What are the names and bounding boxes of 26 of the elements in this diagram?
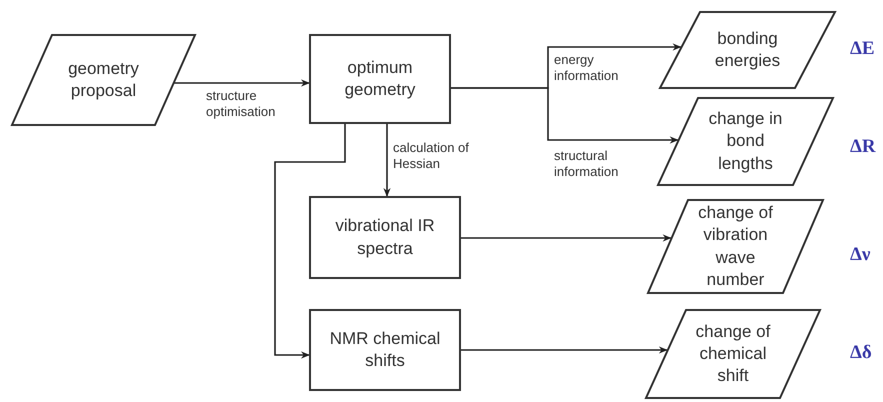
delta-symbol: Δδ xyxy=(850,342,872,364)
arrow xyxy=(460,234,672,242)
node-text: change of chemical shift xyxy=(694,320,772,388)
node-text: vibrational IR spectra xyxy=(334,215,436,260)
process-box xyxy=(310,197,460,278)
process-box xyxy=(310,310,460,390)
node-text: geometry proposal xyxy=(67,58,140,102)
delta-symbol: ΔR xyxy=(850,136,876,158)
node-text: change in bond lengths xyxy=(708,108,784,175)
delta-symbol: ΔE xyxy=(850,38,875,60)
process-box xyxy=(310,35,450,123)
node-text: optimum geometry xyxy=(344,56,416,101)
arrow xyxy=(460,346,668,354)
data-parallelogram xyxy=(12,35,195,125)
arrow xyxy=(383,123,391,197)
node-text: NMR chemical shifts xyxy=(328,328,442,372)
arrow xyxy=(174,79,310,87)
node-text: bonding energies xyxy=(714,28,782,72)
data-parallelogram xyxy=(646,310,820,398)
arrow xyxy=(450,87,679,144)
node-text: change of vibration wave number xyxy=(697,202,774,291)
data-parallelogram xyxy=(648,200,823,293)
data-parallelogram xyxy=(658,98,833,185)
arrow xyxy=(274,123,346,359)
data-parallelogram xyxy=(660,12,835,88)
delta-symbol: Δν xyxy=(850,244,870,266)
